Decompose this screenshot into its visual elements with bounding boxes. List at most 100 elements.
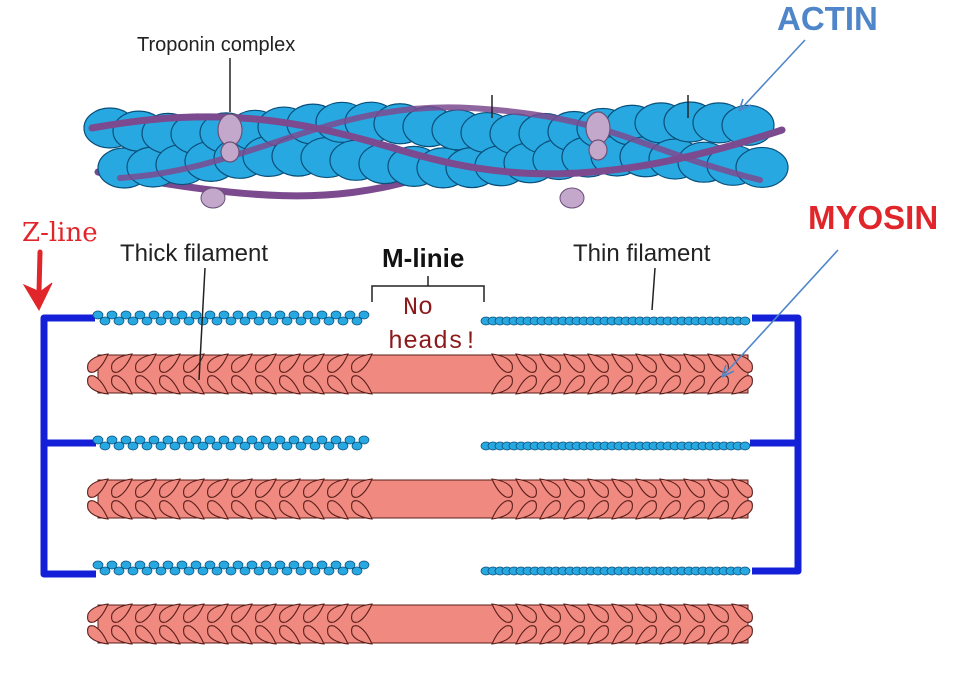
myosin-head: [707, 603, 729, 623]
myosin-head: [539, 603, 561, 623]
actin-bead: [253, 441, 265, 451]
actin-bead: [106, 435, 118, 445]
myosin-head: [515, 478, 537, 498]
actin-bead: [330, 560, 342, 570]
myosin-head: [327, 478, 349, 498]
actin-bead: [162, 435, 174, 445]
actin-bead: [739, 441, 751, 451]
actin-bead: [302, 310, 314, 320]
myosin-head: [611, 603, 633, 623]
myosin-head: [731, 478, 753, 498]
myosin-head: [303, 603, 325, 623]
actin-bead: [183, 441, 195, 451]
myosin-head: [135, 603, 157, 623]
myosin-head: [87, 375, 109, 395]
myosin-head: [111, 375, 133, 395]
actin-bead: [211, 316, 223, 326]
myosin-head: [327, 500, 349, 520]
myosin-head: [659, 603, 681, 623]
actin-bead: [351, 441, 363, 451]
myosin-head: [707, 625, 729, 645]
actin-bead: [127, 316, 139, 326]
myosin-head: [587, 625, 609, 645]
myosin-heads: [87, 603, 753, 645]
actin-bead: [239, 316, 251, 326]
actin-bead: [344, 560, 356, 570]
thin-filament: [92, 435, 370, 451]
actin-bead: [267, 316, 279, 326]
actin-bead: [288, 560, 300, 570]
z-line-left: [40, 314, 96, 578]
actin-bead: [127, 566, 139, 576]
thick-filament: [87, 603, 753, 645]
tropomyosin-strand: [88, 113, 786, 178]
thin-filament-label: Thin filament: [573, 240, 711, 267]
actin-bead: [169, 566, 181, 576]
myosin-head: [351, 478, 373, 498]
actin-bead: [739, 566, 751, 576]
myosin-head: [255, 353, 277, 373]
actin-bead: [253, 316, 265, 326]
myosin-head: [327, 603, 349, 623]
actin-bead: [197, 566, 209, 576]
actin-bead: [225, 566, 237, 576]
actin-bead: [183, 566, 195, 576]
thin-filament-pointer: [651, 267, 656, 311]
myosin-head: [491, 625, 513, 645]
myosin-head: [539, 353, 561, 373]
myosin-head: [683, 478, 705, 498]
myosin-head: [327, 625, 349, 645]
myosin-head: [231, 603, 253, 623]
myosin-head: [279, 353, 301, 373]
actin-bead: [232, 435, 244, 445]
actin-bead: [218, 310, 230, 320]
myosin-head: [159, 375, 181, 395]
myosin-head: [635, 625, 657, 645]
myosin-head: [231, 500, 253, 520]
actin-bead: [316, 310, 328, 320]
actin-bead: [302, 560, 314, 570]
myosin-head: [635, 500, 657, 520]
actin-bead: [274, 435, 286, 445]
myosin-head: [135, 353, 157, 373]
myosin-head: [707, 375, 729, 395]
troponin-complex: [588, 139, 608, 161]
actin-bead: [204, 560, 216, 570]
actin-bead: [267, 441, 279, 451]
actin-bead: [239, 566, 251, 576]
myosin-head: [515, 500, 537, 520]
actin-bead: [330, 435, 342, 445]
myosin-head: [611, 478, 633, 498]
actin-bead: [246, 435, 258, 445]
myosin-head: [539, 478, 561, 498]
myosin-head: [731, 500, 753, 520]
myosin-head: [303, 500, 325, 520]
actin-arrow: [738, 39, 806, 112]
myosin-head: [587, 500, 609, 520]
z-line-label: Z-line: [22, 218, 98, 248]
actin-bead: [323, 316, 335, 326]
thin-filament: [480, 441, 751, 451]
actin-bead: [358, 310, 370, 320]
actin-bead: [316, 435, 328, 445]
thin-filament: [480, 566, 751, 576]
no-heads-label-line1: No: [403, 293, 433, 322]
thick-filament: [87, 353, 753, 395]
myosin-head: [87, 353, 109, 373]
actin-bead: [323, 566, 335, 576]
actin-bead: [218, 435, 230, 445]
myosin-head: [351, 375, 373, 395]
actin-bead: [92, 310, 104, 320]
myosin-head: [279, 500, 301, 520]
myosin-head: [231, 353, 253, 373]
myosin-head: [707, 478, 729, 498]
myosin-head: [207, 353, 229, 373]
sarcomere-row: [87, 435, 753, 520]
myosin-head: [255, 478, 277, 498]
actin-bead: [148, 560, 160, 570]
actin-bead: [281, 316, 293, 326]
myosin-head: [635, 353, 657, 373]
myosin-arrow: [721, 249, 839, 378]
actin-bead: [99, 316, 111, 326]
